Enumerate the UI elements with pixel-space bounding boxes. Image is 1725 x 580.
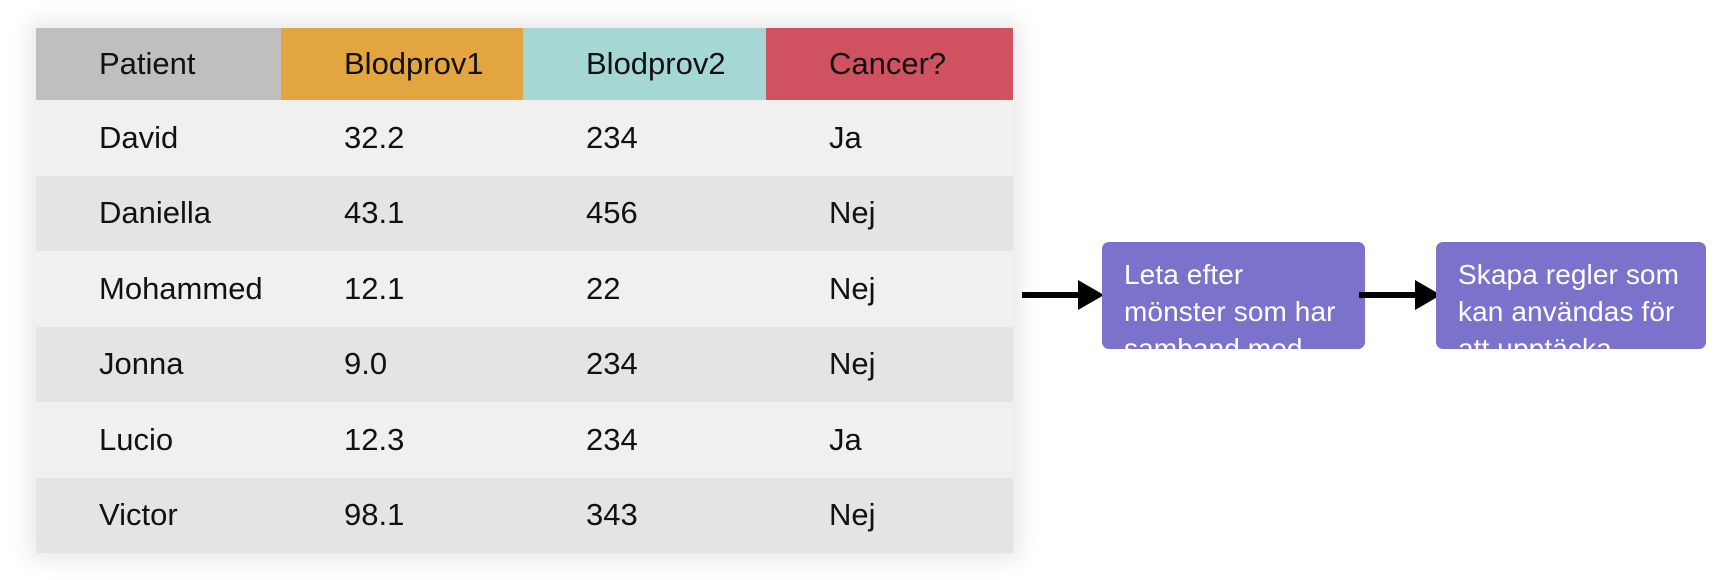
- arrow-shaft: [1022, 292, 1082, 298]
- table-row: Jonna 9.0 234 Nej: [36, 326, 1013, 402]
- flow-step-find-patterns: Leta efter mönster som har samband med c…: [1102, 242, 1365, 402]
- column-header-blodprov2: Blodprov2: [523, 28, 766, 100]
- cell-cancer: Nej: [766, 251, 1013, 327]
- table-row: Daniella 43.1 456 Nej: [36, 175, 1013, 251]
- table: Patient Blodprov1 Blodprov2 Cancer? Davi…: [36, 28, 1013, 553]
- cell-blodprov2: 234: [523, 100, 766, 176]
- cell-patient: Victor: [36, 477, 281, 553]
- cell-blodprov1: 32.2: [281, 100, 523, 176]
- cell-patient: Daniella: [36, 175, 281, 251]
- patient-data-table: Patient Blodprov1 Blodprov2 Cancer? Davi…: [36, 28, 1013, 553]
- cell-patient: David: [36, 100, 281, 176]
- cell-blodprov1: 12.1: [281, 251, 523, 327]
- cell-cancer: Nej: [766, 175, 1013, 251]
- cell-blodprov2: 456: [523, 175, 766, 251]
- cell-blodprov1: 43.1: [281, 175, 523, 251]
- header-row: Patient Blodprov1 Blodprov2 Cancer?: [36, 28, 1013, 100]
- table-header: Patient Blodprov1 Blodprov2 Cancer?: [36, 28, 1013, 100]
- arrow-head: [1078, 280, 1104, 310]
- table-row: Mohammed 12.1 22 Nej: [36, 251, 1013, 327]
- arrow-shaft: [1359, 292, 1419, 298]
- cell-blodprov2: 343: [523, 477, 766, 553]
- cell-cancer: Nej: [766, 477, 1013, 553]
- cell-blodprov1: 98.1: [281, 477, 523, 553]
- flow-step-create-rules: Skapa regler som kan användas för att up…: [1436, 242, 1706, 402]
- cell-cancer: Nej: [766, 326, 1013, 402]
- cell-blodprov2: 22: [523, 251, 766, 327]
- arrow-right-icon: [1022, 280, 1104, 310]
- cell-cancer: Ja: [766, 100, 1013, 176]
- cell-blodprov1: 12.3: [281, 402, 523, 478]
- column-header-patient: Patient: [36, 28, 281, 100]
- cell-blodprov2: 234: [523, 402, 766, 478]
- table-row: Lucio 12.3 234 Ja: [36, 402, 1013, 478]
- cell-patient: Lucio: [36, 402, 281, 478]
- table-row: David 32.2 234 Ja: [36, 100, 1013, 176]
- arrow-right-icon: [1359, 280, 1441, 310]
- cell-patient: Mohammed: [36, 251, 281, 327]
- column-header-cancer: Cancer?: [766, 28, 1013, 100]
- table-body: David 32.2 234 Ja Daniella 43.1 456 Nej …: [36, 100, 1013, 553]
- cell-blodprov2: 234: [523, 326, 766, 402]
- cell-blodprov1: 9.0: [281, 326, 523, 402]
- column-header-blodprov1: Blodprov1: [281, 28, 523, 100]
- cell-cancer: Ja: [766, 402, 1013, 478]
- table-row: Victor 98.1 343 Nej: [36, 477, 1013, 553]
- cell-patient: Jonna: [36, 326, 281, 402]
